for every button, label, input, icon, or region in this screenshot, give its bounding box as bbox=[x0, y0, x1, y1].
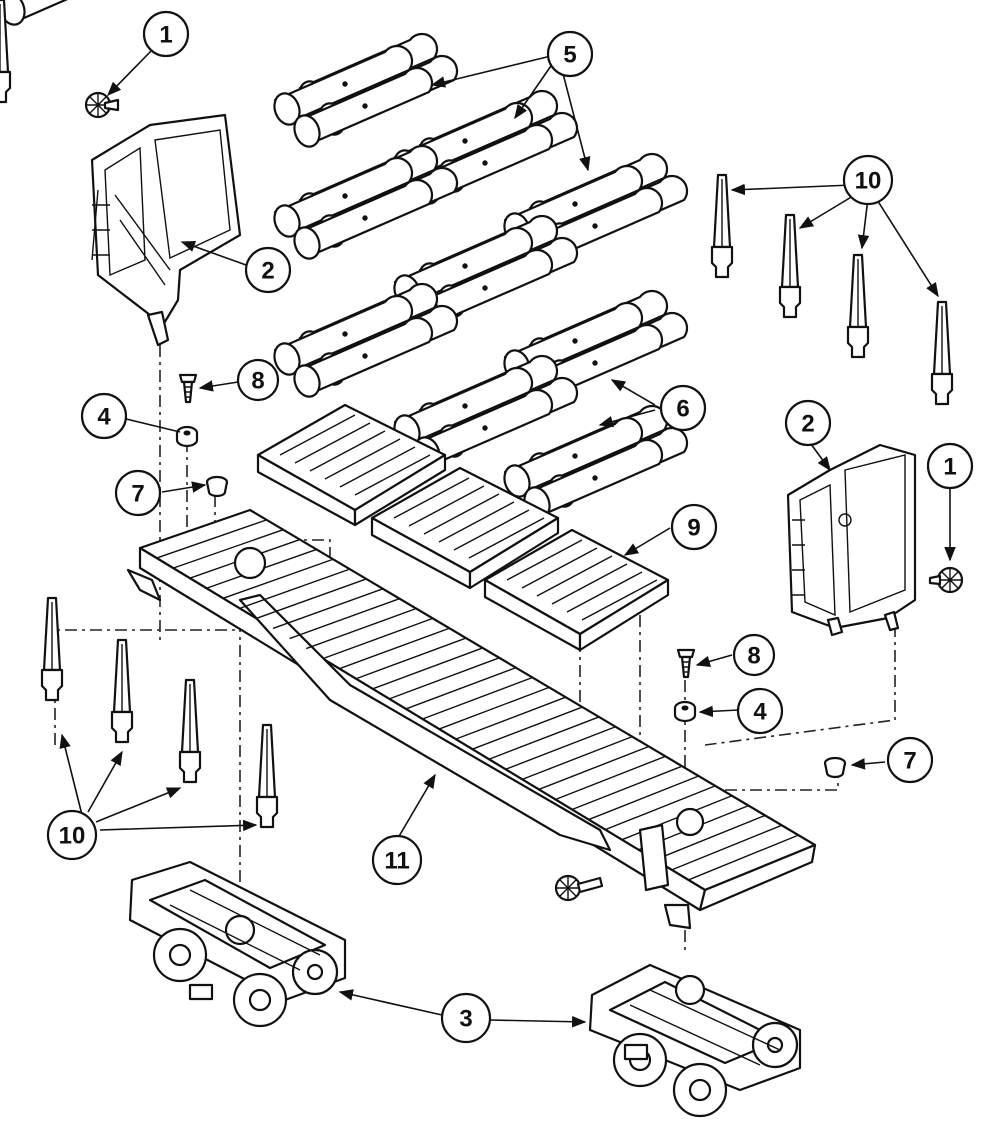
washer-left bbox=[175, 425, 199, 448]
screw-right bbox=[676, 648, 696, 679]
bunk-1 bbox=[256, 403, 447, 527]
svg-text:6: 6 bbox=[676, 396, 689, 423]
callout-4-right: 4 bbox=[736, 687, 784, 735]
bunk-3 bbox=[483, 528, 670, 652]
svg-text:2: 2 bbox=[261, 258, 274, 285]
svg-text:10: 10 bbox=[855, 168, 882, 195]
callout-8-left: 8 bbox=[236, 358, 280, 402]
truck-right bbox=[588, 963, 802, 1118]
svg-text:9: 9 bbox=[687, 515, 700, 542]
deck-plank-line bbox=[438, 686, 550, 730]
callout-5: 5 bbox=[546, 30, 594, 78]
truck-left bbox=[128, 860, 347, 1028]
deck-plank-line bbox=[355, 637, 467, 680]
callout-10-bottom: 10 bbox=[46, 809, 98, 861]
deck-plank-line bbox=[339, 627, 450, 670]
callout-7-left: 7 bbox=[114, 469, 162, 517]
pipe-group-1 bbox=[269, 32, 459, 152]
svg-text:3: 3 bbox=[459, 1006, 472, 1033]
deck-plank-line bbox=[272, 588, 384, 630]
callout-1-right: 1 bbox=[926, 442, 974, 490]
pipe-group-6 bbox=[269, 282, 459, 402]
deck-plank-line bbox=[156, 519, 267, 559]
deck-plank-line bbox=[588, 775, 699, 821]
svg-text:1: 1 bbox=[159, 22, 172, 49]
plug-left bbox=[205, 475, 229, 498]
deck-plank-line bbox=[488, 716, 600, 760]
svg-text:4: 4 bbox=[97, 404, 111, 431]
callouts: 1 1 2 2 3 4 4 5 bbox=[46, 10, 974, 1044]
stakes bbox=[0, 0, 954, 829]
deck-planks bbox=[156, 519, 799, 881]
brake-wheel-right bbox=[928, 566, 964, 594]
flatcar-body bbox=[126, 508, 817, 930]
deck-plank-line bbox=[256, 578, 367, 620]
callout-7-right: 7 bbox=[886, 736, 934, 784]
deck-plank-line bbox=[222, 558, 334, 599]
deck-plank-line bbox=[555, 755, 666, 801]
deck-plank-line bbox=[605, 785, 716, 831]
svg-text:7: 7 bbox=[903, 748, 916, 775]
deck-plank-line bbox=[472, 706, 583, 750]
deck-plank-line bbox=[173, 529, 284, 569]
callout-4-left: 4 bbox=[80, 392, 128, 440]
deck-plank-line bbox=[538, 745, 650, 791]
callout-8-right: 8 bbox=[732, 633, 776, 677]
deck-plank-line bbox=[239, 568, 350, 610]
callout-2-left: 2 bbox=[244, 246, 292, 294]
leader-lines bbox=[59, 49, 956, 1028]
deck-plank-line bbox=[305, 607, 417, 650]
bulkhead-left bbox=[90, 113, 242, 347]
deck-plank-line bbox=[571, 765, 683, 811]
svg-text:8: 8 bbox=[251, 368, 264, 395]
deck-plank-line bbox=[405, 666, 517, 710]
svg-text:8: 8 bbox=[747, 643, 760, 670]
bunk-2 bbox=[370, 466, 560, 590]
pipe-bunks bbox=[256, 403, 670, 652]
deck-plank-line bbox=[322, 617, 434, 660]
plug-right bbox=[823, 756, 847, 779]
callout-1-left: 1 bbox=[142, 10, 190, 58]
deck-plank-line bbox=[372, 647, 483, 690]
svg-text:11: 11 bbox=[384, 848, 409, 875]
deck-plank-line bbox=[455, 696, 566, 740]
svg-text:7: 7 bbox=[131, 481, 144, 508]
deck-plank-line bbox=[688, 834, 799, 881]
pipe-group-3 bbox=[269, 144, 459, 264]
deck-plank-line bbox=[671, 824, 783, 871]
svg-text:4: 4 bbox=[753, 699, 767, 726]
bulkhead-right bbox=[786, 443, 917, 637]
screw-left bbox=[178, 373, 198, 404]
callout-10-top: 10 bbox=[842, 154, 894, 206]
callout-2-right: 2 bbox=[784, 399, 832, 447]
deck-plank-line bbox=[505, 726, 616, 770]
svg-text:5: 5 bbox=[563, 42, 576, 69]
deck-plank-line bbox=[289, 598, 400, 640]
deck-plank-line bbox=[521, 735, 633, 781]
svg-text:2: 2 bbox=[801, 411, 814, 438]
deck-plank-line bbox=[654, 814, 766, 861]
svg-text:1: 1 bbox=[943, 454, 956, 481]
washer-right bbox=[673, 700, 697, 723]
callout-9: 9 bbox=[670, 503, 718, 551]
callout-11: 11 bbox=[371, 834, 423, 886]
brake-wheel-left bbox=[84, 91, 120, 119]
deck-plank-line bbox=[389, 657, 500, 700]
deck-plank-line bbox=[422, 676, 533, 720]
callout-3: 3 bbox=[440, 992, 492, 1044]
brake-wheel-deck bbox=[554, 874, 604, 902]
svg-text:10: 10 bbox=[59, 823, 86, 850]
callout-6: 6 bbox=[659, 384, 707, 432]
